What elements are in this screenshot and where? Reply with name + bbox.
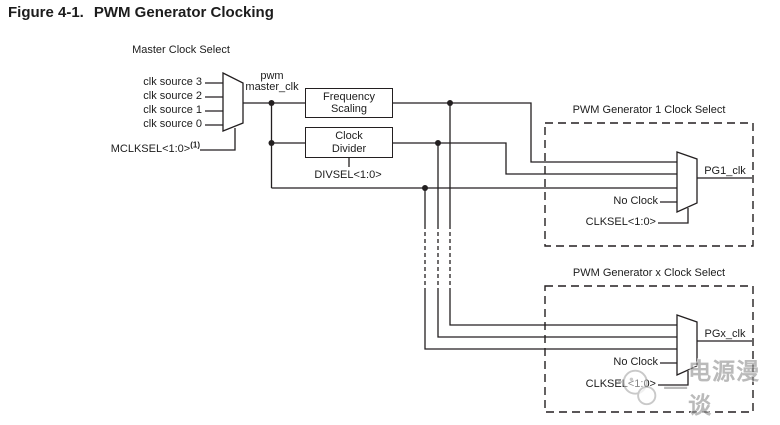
clk-source-2-label: clk source 2: [143, 90, 202, 102]
frequency-scaling-block: Frequency Scaling: [305, 88, 393, 118]
frequency-scaling-line2: Scaling: [330, 103, 368, 115]
mclksel-select-wire: [200, 128, 236, 151]
mclksel-label: MCLKSEL<1:0>(1): [60, 140, 200, 156]
pgx-clksel-label: CLKSEL<1:0>: [585, 378, 656, 390]
pwm-masterclk-label: pwm master_clk: [240, 71, 304, 92]
mclksel-text: MCLKSEL<1:0>: [110, 143, 191, 155]
pg1-select-wire: [658, 208, 689, 224]
mclksel-footnote: (1): [190, 140, 200, 150]
watermark-logo-eye: [629, 377, 634, 382]
pgx-select-wire: [658, 371, 689, 386]
pgx-mux-group: [658, 314, 752, 386]
clk-source-1-label: clk source 1: [143, 104, 202, 116]
pgx-clk-label: PGx_clk: [704, 328, 746, 340]
pg1-title: PWM Generator 1 Clock Select: [572, 104, 726, 116]
pg1-clk-label: PG1_clk: [704, 165, 746, 177]
watermark: — 电源漫谈: [618, 358, 780, 418]
pg1-clksel-label: CLKSEL<1:0>: [585, 216, 656, 228]
pgx-dashed-box: [544, 285, 754, 413]
pwm-masterclk-line2: master_clk: [245, 80, 299, 93]
figure-title: Figure 4-1. PWM Generator Clocking: [8, 4, 274, 21]
divsel-label: DIVSEL<1:0>: [314, 169, 382, 181]
figure-number: Figure 4-1.: [8, 4, 84, 21]
pgx-clock-mux: [676, 314, 698, 377]
pgx-drop-wires: [424, 103, 677, 350]
pwm-masterclk-line1: pwm: [260, 70, 284, 82]
clock-divider-bus-wire: [393, 142, 677, 175]
master-mux-input-wires: [205, 82, 223, 126]
pg1-dashed-box: [544, 122, 754, 247]
watermark-dash: —: [664, 372, 688, 399]
watermark-text: 电源漫谈: [688, 358, 761, 418]
pgx-title: PWM Generator x Clock Select: [572, 267, 726, 279]
pg1-noclock-label: No Clock: [613, 195, 658, 207]
figure-name: PWM Generator Clocking: [93, 4, 274, 21]
clock-divider-block: Clock Divider: [305, 127, 393, 158]
clk-source-0-label: clk source 0: [143, 118, 202, 130]
junction-dots: [268, 100, 453, 191]
clock-divider-line2: Divider: [331, 142, 367, 155]
master-clock-select-caption: Master Clock Select: [132, 44, 230, 56]
freq-scaling-bus-wire: [393, 102, 677, 163]
pg1-clock-mux: [676, 151, 698, 214]
master-clock-mux: [222, 71, 244, 132]
clock-divider-line1: Clock: [335, 130, 363, 142]
clk-source-3-label: clk source 3: [143, 76, 202, 88]
pgx-noclock-label: No Clock: [613, 356, 658, 368]
watermark-logo-icon: [618, 369, 657, 406]
pg1-mux-group: [658, 151, 752, 224]
frequency-scaling-line1: Frequency: [323, 90, 375, 103]
